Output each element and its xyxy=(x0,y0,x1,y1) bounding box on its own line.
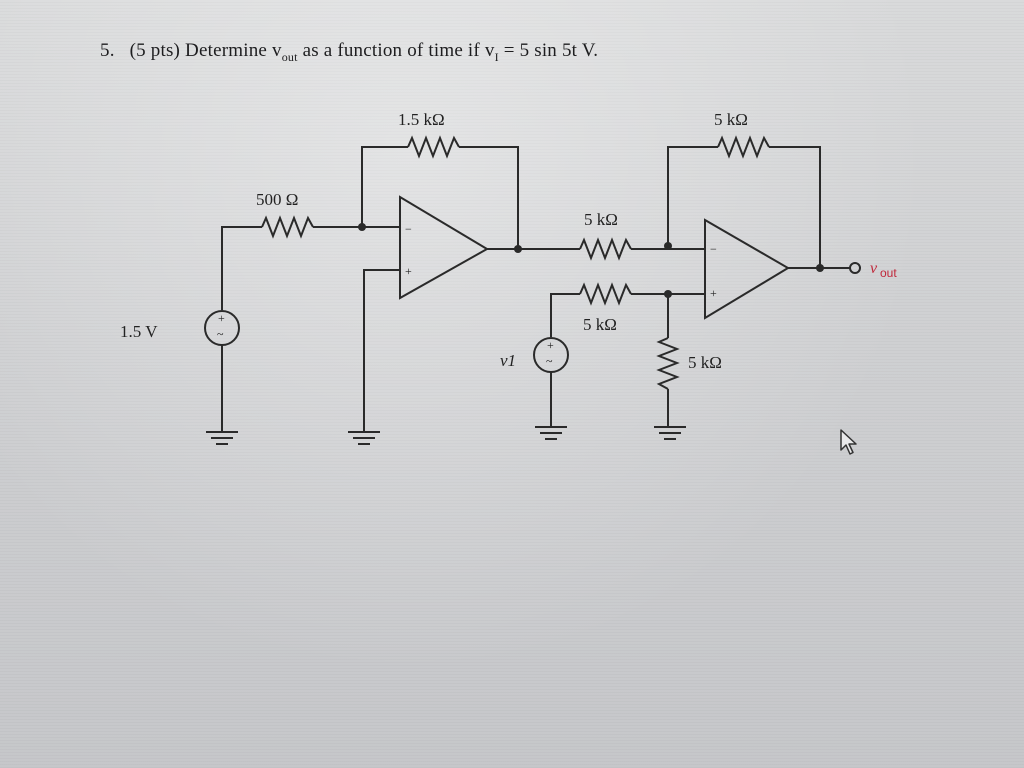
label-r-feedback-2: 5 kΩ xyxy=(714,110,748,129)
resistor-5k-input-top xyxy=(579,237,632,261)
resistor-5k-ground xyxy=(656,337,680,390)
wire-feedback2-right xyxy=(769,146,821,268)
label-r-input-3: 5 kΩ xyxy=(583,315,617,334)
question-text-before: Determine v xyxy=(185,40,282,61)
resistor-1-5k xyxy=(407,135,460,159)
wire-feedback1-right xyxy=(459,146,519,249)
question-text: 5. (5 pts) Determine vout as a function … xyxy=(100,40,598,65)
output-terminal xyxy=(849,262,861,274)
question-vout-sub: out xyxy=(281,49,298,64)
cursor-icon xyxy=(840,429,857,455)
label-r-ground: 5 kΩ xyxy=(688,353,722,372)
label-r-feedback-1: 1.5 kΩ xyxy=(398,110,445,129)
label-source-1: 1.5 V xyxy=(120,322,158,341)
ground-icon xyxy=(206,431,238,445)
node-output xyxy=(816,264,824,272)
source1-plus: + xyxy=(218,311,225,325)
wire-v1-top xyxy=(550,293,580,337)
question-points: (5 pts) xyxy=(129,40,181,61)
resistor-5k-feedback xyxy=(717,135,770,159)
label-source-2: v1 xyxy=(500,351,516,370)
label-r-input-1: 500 Ω xyxy=(256,190,298,209)
wire-feedback2-left xyxy=(667,146,718,246)
resistor-5k-input-bottom xyxy=(579,282,632,306)
wire-opamp1-plus xyxy=(363,269,400,432)
opamp1-plus: + xyxy=(405,264,412,278)
ground-icon xyxy=(348,431,380,445)
label-output: v xyxy=(870,260,878,277)
wire-source1-top xyxy=(221,226,262,310)
opamp-1 xyxy=(399,195,489,300)
question-text-mid: as a function of time if v xyxy=(297,40,495,61)
opamp1-minus: − xyxy=(405,222,412,236)
question-text-end: = 5 sin 5t V. xyxy=(498,40,599,61)
opamp2-minus: − xyxy=(710,242,717,256)
opamp2-plus: + xyxy=(710,286,717,300)
question-number: 5. xyxy=(100,40,115,61)
source2-tilde: ~ xyxy=(546,354,553,368)
question-vi-sub: I xyxy=(494,49,499,64)
node-opamp1-out xyxy=(514,245,522,253)
opamp-2 xyxy=(704,218,790,320)
label-output-sub: out xyxy=(880,266,897,280)
resistor-500-ohm xyxy=(261,215,314,239)
wire-feedback1-left xyxy=(361,146,408,227)
ground-icon xyxy=(535,426,567,440)
source1-tilde: ~ xyxy=(217,327,224,341)
ground-icon xyxy=(654,426,686,440)
label-r-input-2: 5 kΩ xyxy=(584,210,618,229)
source2-plus: + xyxy=(547,338,554,352)
